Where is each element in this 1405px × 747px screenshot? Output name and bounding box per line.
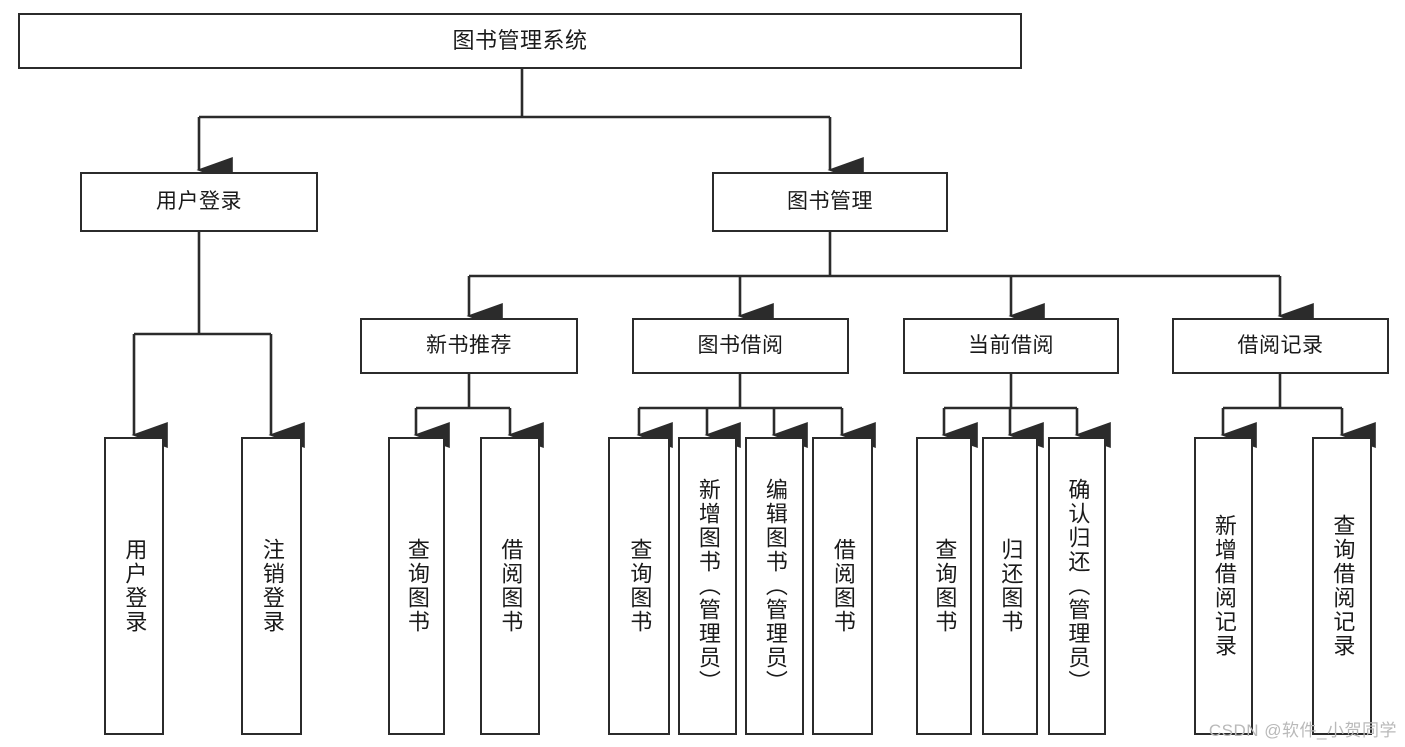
node-leaf-borrow-book-1[interactable]: 借阅图书 <box>480 437 540 735</box>
node-leaf-query-book-1[interactable]: 查询图书 <box>388 437 445 735</box>
node-current-borrow-label: 当前借阅 <box>968 333 1054 357</box>
node-leaf-add-book-label: 新增图书（管理员） <box>695 478 721 694</box>
node-new-book-recommend[interactable]: 新书推荐 <box>360 318 578 374</box>
node-borrow-record-label: 借阅记录 <box>1237 333 1324 357</box>
node-book-management[interactable]: 图书管理 <box>712 172 948 232</box>
node-leaf-edit-book-label: 编辑图书（管理员） <box>762 478 788 694</box>
node-root-label: 图书管理系统 <box>452 28 588 54</box>
node-leaf-return-book[interactable]: 归还图书 <box>982 437 1038 735</box>
node-leaf-add-book[interactable]: 新增图书（管理员） <box>678 437 737 735</box>
node-leaf-user-login[interactable]: 用户登录 <box>104 437 164 735</box>
watermark: CSDN @软件_小贺同学 <box>1208 721 1397 740</box>
node-leaf-edit-book[interactable]: 编辑图书（管理员） <box>745 437 804 735</box>
node-book-management-label: 图书管理 <box>787 189 873 213</box>
node-current-borrow[interactable]: 当前借阅 <box>903 318 1119 374</box>
node-leaf-add-record[interactable]: 新增借阅记录 <box>1194 437 1253 735</box>
node-book-borrow-label: 图书借阅 <box>697 333 784 357</box>
node-leaf-query-book-3[interactable]: 查询图书 <box>916 437 972 735</box>
node-leaf-confirm-return-label: 确认归还（管理员） <box>1065 478 1091 694</box>
node-leaf-query-record-label: 查询借阅记录 <box>1330 514 1356 658</box>
node-leaf-borrow-book-2[interactable]: 借阅图书 <box>812 437 873 735</box>
node-leaf-query-book-3-label: 查询图书 <box>932 538 958 634</box>
node-leaf-borrow-book-1-label: 借阅图书 <box>498 538 524 634</box>
node-root[interactable]: 图书管理系统 <box>18 13 1022 69</box>
node-leaf-query-book-1-label: 查询图书 <box>404 538 430 634</box>
node-new-book-recommend-label: 新书推荐 <box>426 333 512 357</box>
node-leaf-return-book-label: 归还图书 <box>998 538 1024 634</box>
node-leaf-logout[interactable]: 注销登录 <box>241 437 302 735</box>
node-user-login-label: 用户登录 <box>156 189 242 213</box>
node-leaf-borrow-book-2-label: 借阅图书 <box>830 538 856 634</box>
node-book-borrow[interactable]: 图书借阅 <box>632 318 849 374</box>
node-leaf-logout-label: 注销登录 <box>259 538 285 634</box>
node-user-login[interactable]: 用户登录 <box>80 172 318 232</box>
node-leaf-query-record[interactable]: 查询借阅记录 <box>1312 437 1372 735</box>
node-leaf-query-book-2[interactable]: 查询图书 <box>608 437 670 735</box>
node-leaf-add-record-label: 新增借阅记录 <box>1211 514 1237 658</box>
node-borrow-record[interactable]: 借阅记录 <box>1172 318 1389 374</box>
node-leaf-user-login-label: 用户登录 <box>122 538 148 634</box>
node-leaf-confirm-return[interactable]: 确认归还（管理员） <box>1048 437 1106 735</box>
node-leaf-query-book-2-label: 查询图书 <box>627 538 653 634</box>
